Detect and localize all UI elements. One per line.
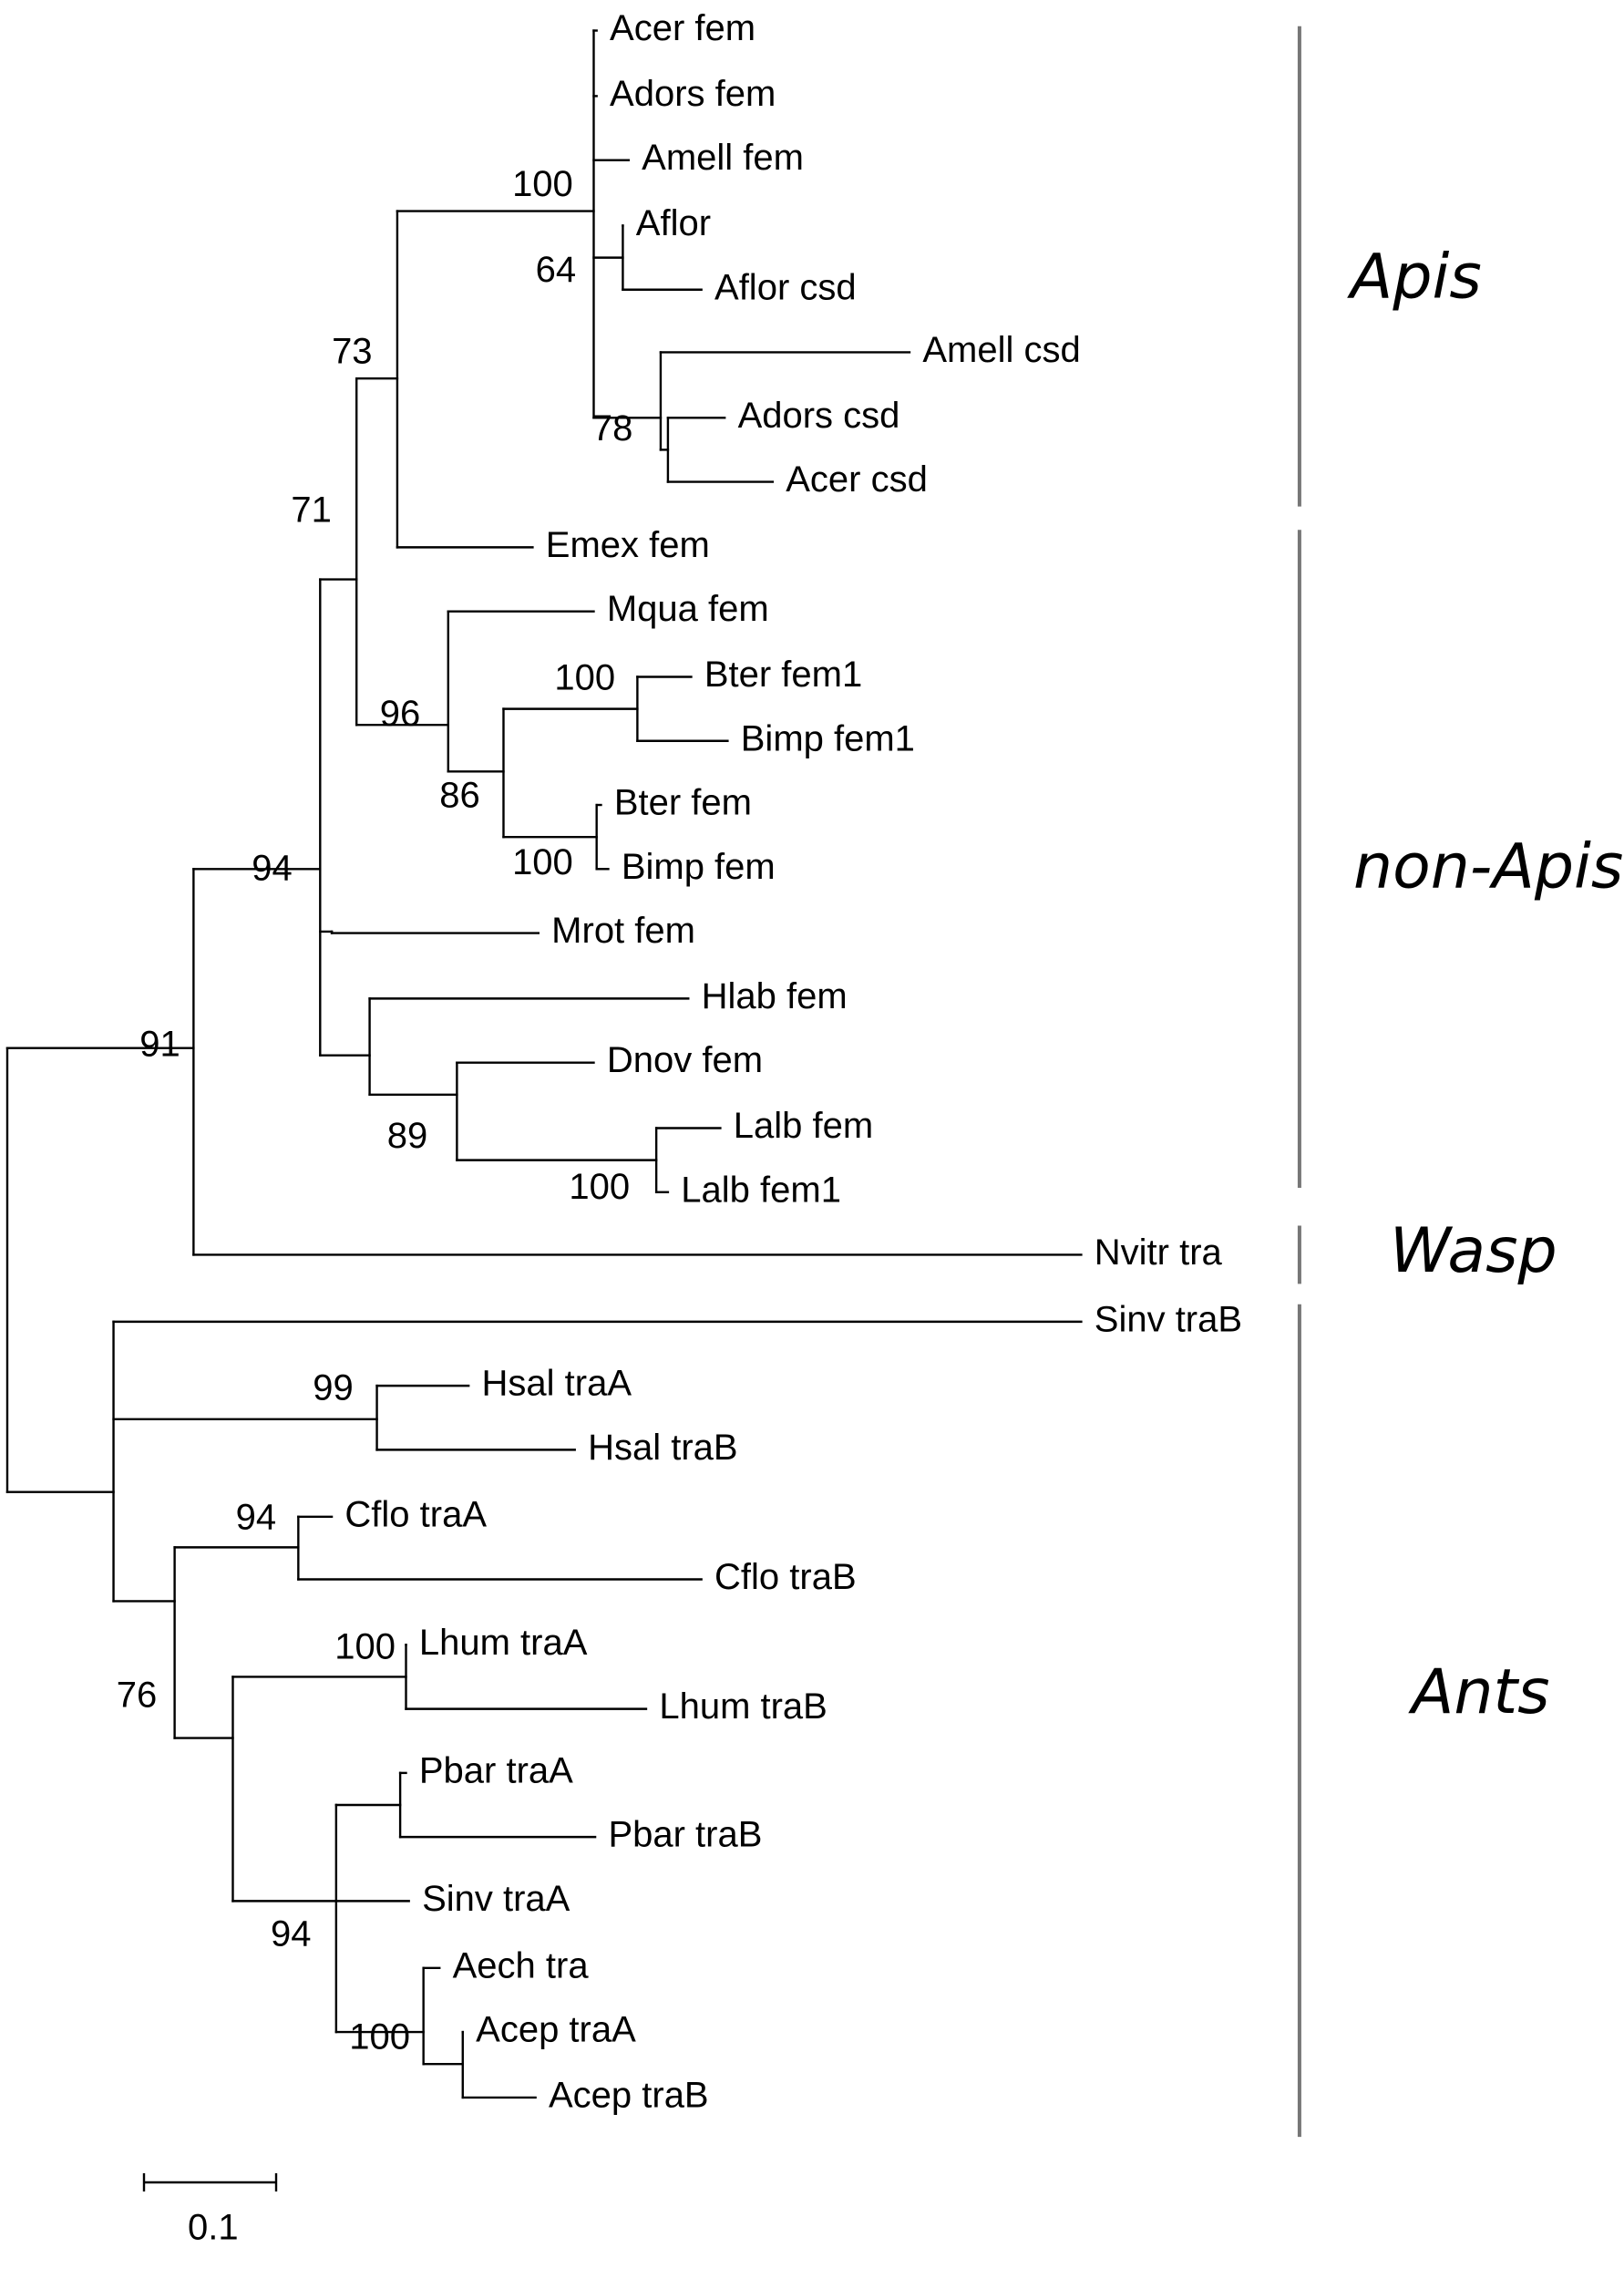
scale-bar: 0.1 bbox=[142, 2173, 278, 2248]
bootstrap-value: 96 bbox=[380, 694, 421, 734]
leaf-label: Hsal traA bbox=[482, 1364, 632, 1404]
leaf-label: Amell csd bbox=[922, 330, 1080, 370]
leaf-label: Acep traA bbox=[476, 2010, 636, 2050]
leaf-label: Aech tra bbox=[453, 1945, 590, 1985]
leaf-label: Bimp fem1 bbox=[741, 718, 915, 758]
bootstrap-value: 89 bbox=[387, 1116, 428, 1156]
scale-bar-label: 0.1 bbox=[188, 2208, 239, 2248]
leaf-label: Lalb fem bbox=[734, 1106, 873, 1146]
leaf-label: Cflo traA bbox=[344, 1494, 487, 1534]
clade-label-wasp: Wasp bbox=[1390, 1215, 1557, 1287]
leaf-label: Bter fem1 bbox=[704, 655, 862, 695]
bootstrap-value: 99 bbox=[313, 1367, 354, 1408]
bootstrap-value: 100 bbox=[569, 1167, 630, 1207]
bootstrap-value: 100 bbox=[334, 1627, 396, 1667]
tree-branches bbox=[5, 29, 1083, 2099]
leaf-label: Hsal traB bbox=[588, 1428, 738, 1468]
leaf-label: Lalb fem1 bbox=[681, 1170, 841, 1210]
leaf-label: Sinv traB bbox=[1095, 1299, 1242, 1339]
bootstrap-value: 94 bbox=[271, 1913, 312, 1954]
bootstrap-value: 86 bbox=[439, 776, 480, 816]
leaf-label: Mqua fem bbox=[607, 589, 769, 629]
leaf-label: Adors fem bbox=[610, 74, 776, 114]
leaf-label: Lhum traB bbox=[659, 1686, 827, 1727]
leaf-label: Cflo traB bbox=[714, 1557, 857, 1597]
bootstrap-value: 71 bbox=[291, 490, 332, 531]
bootstrap-value: 100 bbox=[512, 164, 573, 204]
leaf-label: Emex fem bbox=[546, 525, 710, 565]
bootstrap-value: 91 bbox=[139, 1025, 180, 1065]
clade-label-non-apis: non-Apis bbox=[1353, 830, 1623, 902]
bootstrap-value: 64 bbox=[536, 250, 577, 290]
bootstrap-value: 100 bbox=[554, 657, 615, 697]
leaf-label: Pbar traA bbox=[419, 1750, 573, 1790]
scale-bar-line bbox=[142, 2173, 278, 2191]
leaf-label: Dnov fem bbox=[607, 1040, 763, 1080]
leaf-label: Pbar traB bbox=[608, 1815, 762, 1855]
leaf-label: Sinv traA bbox=[422, 1879, 570, 1919]
clade-label-ants: Ants bbox=[1408, 1656, 1550, 1728]
bootstrap-value: 100 bbox=[349, 2017, 410, 2057]
leaf-label: Mrot fem bbox=[551, 911, 695, 951]
leaf-label: Acep traB bbox=[549, 2076, 709, 2116]
leaf-label: Acer csd bbox=[786, 459, 928, 500]
leaf-label: Acer fem bbox=[610, 8, 755, 48]
leaf-label: Aflor csd bbox=[714, 267, 857, 307]
leaf-label: Nvitr tra bbox=[1095, 1232, 1223, 1273]
bootstrap-value: 73 bbox=[332, 332, 373, 372]
bootstrap-labels: 100 64 78 73 71 96 86 100 100 94 89 100 91 99 94 76 100 9… bbox=[117, 164, 633, 2057]
leaf-label: Amell fem bbox=[642, 138, 804, 178]
bootstrap-value: 94 bbox=[236, 1498, 277, 1538]
bootstrap-value: 78 bbox=[592, 408, 633, 449]
leaf-label: Aflor bbox=[636, 203, 711, 243]
leaf-label: Bimp fem bbox=[622, 847, 776, 887]
bootstrap-value: 76 bbox=[117, 1675, 158, 1715]
leaf-label: Lhum traA bbox=[419, 1623, 588, 1663]
bootstrap-value: 94 bbox=[252, 848, 293, 888]
clade-label-apis: Apis bbox=[1347, 242, 1482, 314]
leaf-label: Bter fem bbox=[614, 783, 752, 823]
leaf-label: Hlab fem bbox=[702, 976, 848, 1016]
leaf-label: Adors csd bbox=[738, 396, 900, 436]
bootstrap-value: 100 bbox=[512, 842, 573, 882]
